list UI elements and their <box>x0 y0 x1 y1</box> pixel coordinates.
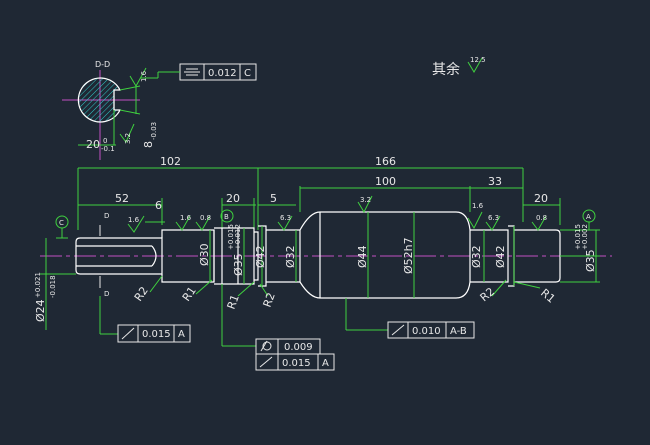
svg-text:A: A <box>322 358 329 369</box>
dim-100: 100 <box>375 175 396 188</box>
datum-c: C <box>55 215 69 239</box>
dim-20a: 20 <box>226 192 240 205</box>
note-text: 其余 <box>432 61 460 78</box>
dia-35b: Ø35 <box>584 249 597 272</box>
svg-text:C: C <box>244 68 251 79</box>
dia-30: Ø30 <box>198 243 211 266</box>
width-main: 20 <box>86 138 100 151</box>
rough-note-icon <box>467 57 483 73</box>
section-label: D-D <box>95 60 110 69</box>
dia-35: Ø35 <box>232 253 245 276</box>
svg-text:0.010: 0.010 <box>412 326 441 337</box>
dim-20b: 20 <box>534 192 548 205</box>
width-tol-lower: -0.1 <box>101 145 115 153</box>
svg-text:A: A <box>586 213 591 221</box>
radius-r2c: R2 <box>478 285 498 304</box>
svg-text:1.6: 1.6 <box>140 70 148 82</box>
runout-icon-2 <box>259 356 273 368</box>
dim-166: 166 <box>375 155 396 168</box>
svg-text:+0.015: +0.015 <box>227 224 235 250</box>
svg-text:D: D <box>104 290 109 298</box>
datum-b: B <box>220 209 234 223</box>
svg-text:D: D <box>104 212 109 220</box>
svg-text:B: B <box>224 213 229 221</box>
dia-42b: Ø42 <box>494 245 507 268</box>
radius-r1c: R1 <box>538 286 558 305</box>
dim-5: 5 <box>270 192 277 205</box>
rough-8: 0.8 <box>536 214 547 222</box>
svg-text:0.015: 0.015 <box>282 358 311 369</box>
combined-frame: 0.009 0.015 A <box>221 284 335 371</box>
svg-text:12.5: 12.5 <box>470 56 486 64</box>
svg-text:3.2: 3.2 <box>124 133 132 144</box>
depth-main: 8 <box>142 141 155 148</box>
dia-32b: Ø32 <box>470 245 483 268</box>
rough-1: 1.6 <box>128 216 140 224</box>
rough-5: 3.2 <box>360 196 371 204</box>
dim-33: 33 <box>488 175 502 188</box>
rough-7: 6.3 <box>488 214 499 222</box>
runout-frame-1: 0.015 A <box>99 296 191 343</box>
runout-icon-3 <box>391 324 405 336</box>
flatness-frame: 0.012 C <box>158 63 257 81</box>
roughness-symbols <box>127 195 547 233</box>
svg-text:C: C <box>59 219 64 227</box>
svg-text:A: A <box>178 329 185 340</box>
dia-44: Ø44 <box>356 245 369 268</box>
dia-24: Ø24 <box>34 299 47 322</box>
dia-42a: Ø42 <box>254 245 267 268</box>
radius-r1b: R1 <box>225 293 242 311</box>
rough-2: 1.6 <box>180 214 192 222</box>
svg-text:0.012: 0.012 <box>208 68 237 79</box>
rough-sym-b <box>119 123 135 143</box>
rough-4: 6.3 <box>280 214 291 222</box>
diameter-dim-lines <box>40 212 600 330</box>
dia-32a: Ø32 <box>284 245 297 268</box>
runout-frame-3: 0.010 A-B <box>345 298 475 339</box>
dia-52h7: Ø52h7 <box>402 237 415 274</box>
top-dimensions <box>77 167 561 230</box>
svg-text:0.009: 0.009 <box>284 342 313 353</box>
general-roughness-note: 其余 12.5 <box>432 56 486 78</box>
section-hatch <box>78 78 120 122</box>
rough-sym-a <box>129 67 147 87</box>
section-view: D-D 20 0 -0.1 8 -0.03 1.6 3.2 <box>62 60 257 160</box>
svg-text:A-B: A-B <box>450 326 467 337</box>
cylindricity-icon <box>262 341 272 351</box>
radius-leaders <box>149 275 541 297</box>
section-outline <box>77 77 122 123</box>
rough-6: 1.6 <box>472 202 484 210</box>
svg-text:+0.015: +0.015 <box>574 224 582 250</box>
svg-text:0.015: 0.015 <box>142 329 171 340</box>
svg-text:-0.018: -0.018 <box>49 275 57 298</box>
dim-52: 52 <box>115 192 129 205</box>
runout-icon <box>121 327 135 340</box>
svg-text:+0.012: +0.012 <box>234 224 242 250</box>
radius-r2b: R2 <box>261 291 278 309</box>
svg-text:+0.021: +0.021 <box>34 272 42 298</box>
width-tol-upper: 0 <box>103 137 107 145</box>
depth-tol: -0.03 <box>150 122 158 140</box>
radius-r1a: R1 <box>180 284 199 303</box>
dim-6: 6 <box>155 199 162 212</box>
dim-102: 102 <box>160 155 181 168</box>
radius-r2a: R2 <box>132 284 151 303</box>
rough-3: 0.8 <box>200 214 211 222</box>
svg-text:+0.002: +0.002 <box>581 224 589 250</box>
datum-a: A <box>582 209 596 230</box>
